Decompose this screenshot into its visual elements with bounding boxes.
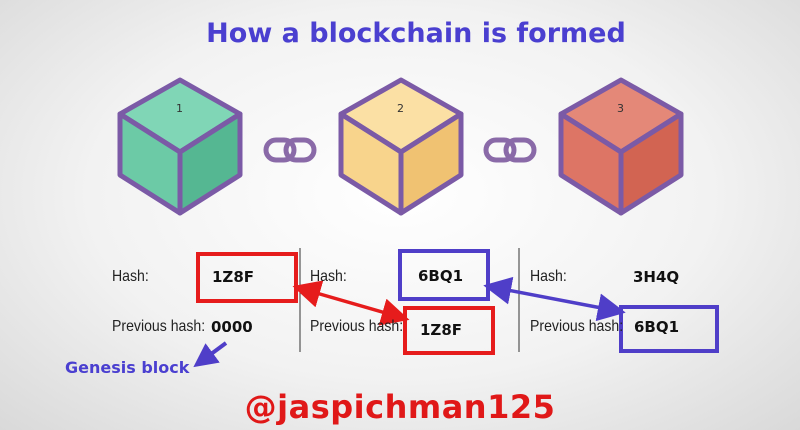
arrow-icon xyxy=(203,343,226,360)
block-2-prev-value: 1Z8F xyxy=(420,321,462,339)
block-3-hash-label: Hash: xyxy=(530,268,567,286)
block-1-hash-value: 1Z8F xyxy=(212,268,254,286)
block-1-prev-value: 0000 xyxy=(211,318,253,336)
block-3-prev-value: 6BQ1 xyxy=(634,318,679,336)
block-1-number: 1 xyxy=(176,102,183,115)
block-1-cube-icon xyxy=(120,80,240,213)
block-2-prev-label: Previous hash: xyxy=(310,318,403,336)
block-2-hash-value: 6BQ1 xyxy=(418,267,463,285)
watermark: @jaspichman125 xyxy=(0,388,800,426)
block-3-hash-value: 3H4Q xyxy=(633,268,679,286)
block-2-cube-icon xyxy=(341,80,461,213)
block-2-number: 2 xyxy=(397,102,404,115)
arrow-icon xyxy=(306,290,396,316)
block-3-prev-label: Previous hash: xyxy=(530,318,623,336)
block-3-cube-icon xyxy=(561,80,681,213)
genesis-block-label: Genesis block xyxy=(65,358,189,377)
chain-link-icon xyxy=(486,140,534,160)
arrow-icon xyxy=(497,288,612,310)
block-3-number: 3 xyxy=(617,102,624,115)
block-2-hash-label: Hash: xyxy=(310,268,347,286)
chain-link-icon xyxy=(266,140,314,160)
block-1-hash-label: Hash: xyxy=(112,268,149,286)
block-1-prev-label: Previous hash: xyxy=(112,318,205,336)
